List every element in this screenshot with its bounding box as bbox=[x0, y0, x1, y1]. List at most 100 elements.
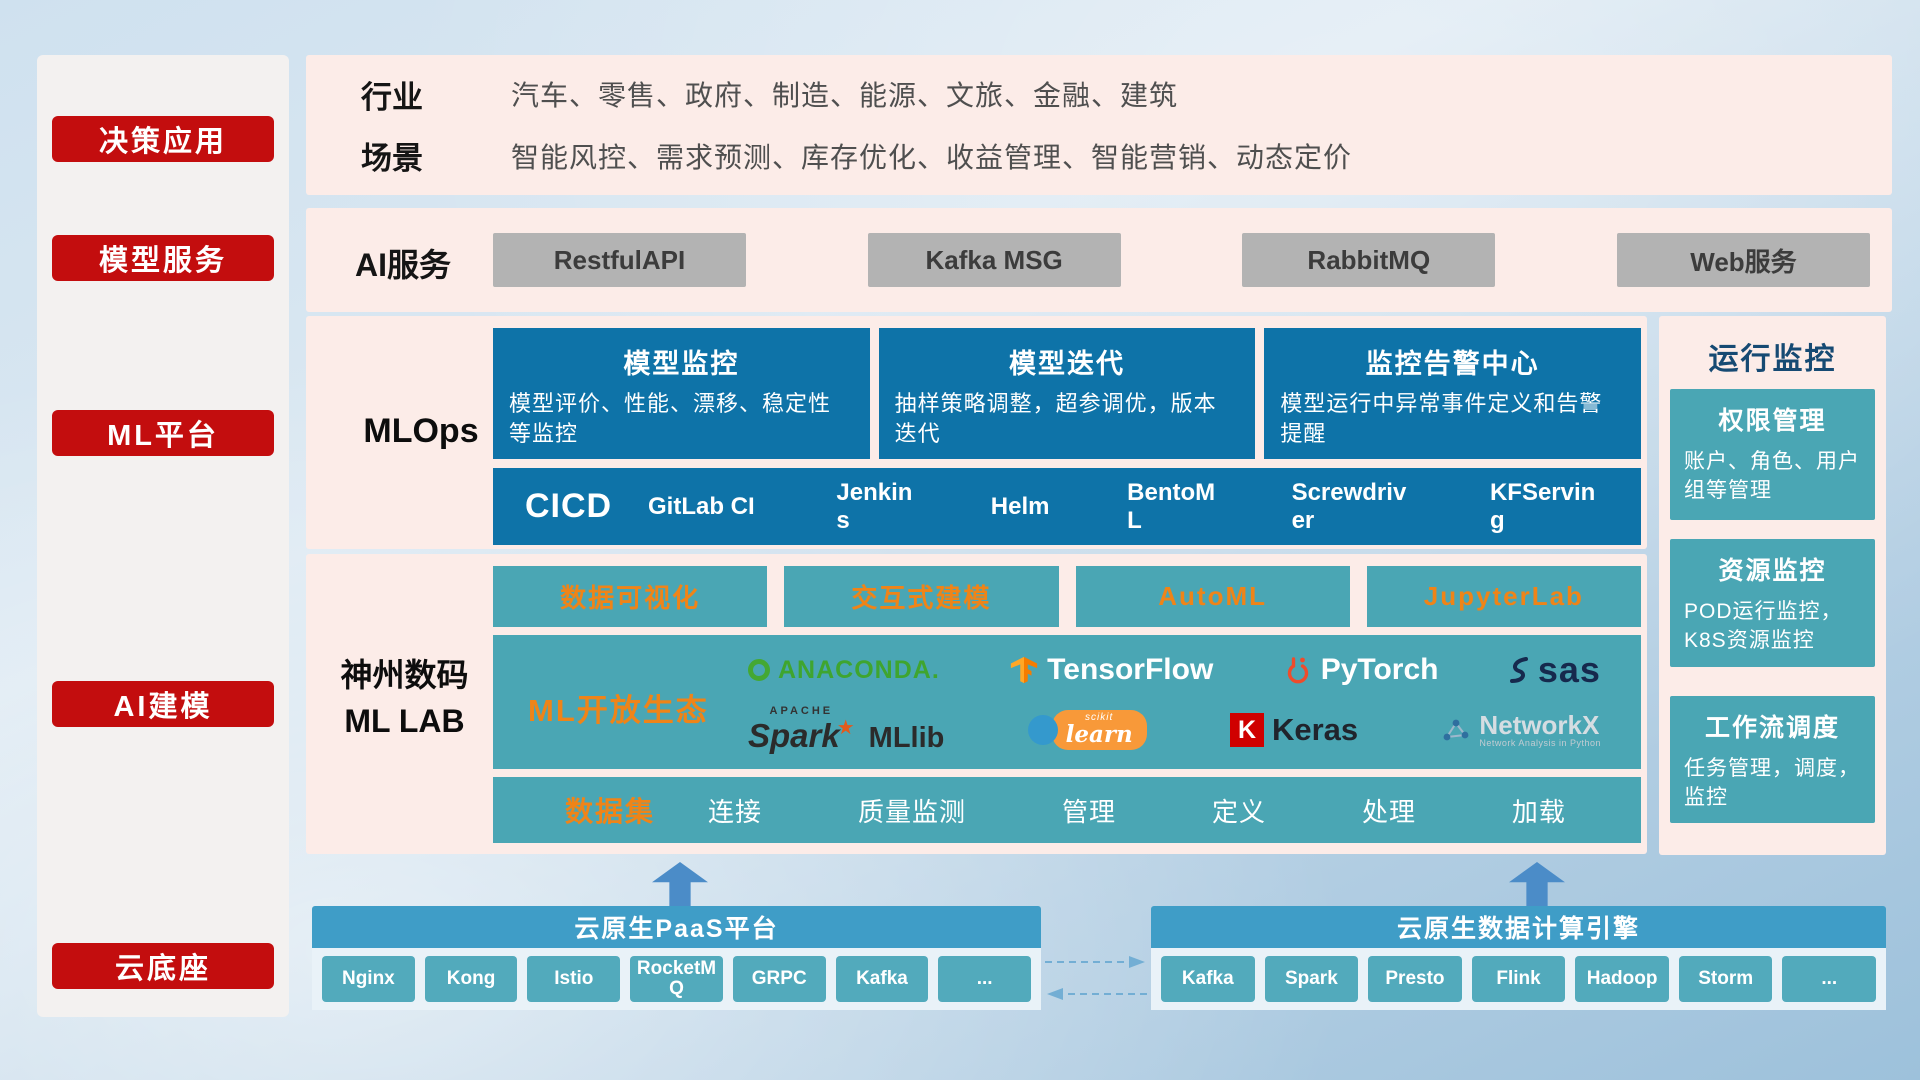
ecosystem-logos: ANACONDA. TensorFlow bbox=[748, 635, 1621, 769]
kafka-msg-button: Kafka MSG bbox=[867, 233, 1121, 287]
dataset-item-connect: 连接 bbox=[708, 796, 763, 827]
card-title: 模型监控 bbox=[623, 349, 740, 379]
left-sidebar: 决策应用 模型服务 ML平台 AI建模 云底座 bbox=[37, 55, 289, 1017]
spark-text: Spark bbox=[748, 717, 840, 754]
compute-title: 云原生数据计算引擎 bbox=[1151, 906, 1886, 948]
restfulapi-button: RestfulAPI bbox=[493, 233, 746, 287]
sas-icon bbox=[1509, 657, 1528, 683]
storm-chip: Storm bbox=[1678, 956, 1773, 1002]
card-title: 权限管理 bbox=[1718, 407, 1827, 435]
cicd-bar: CICD GitLab CI Jenkins Helm BentoML Scre… bbox=[493, 468, 1641, 545]
pytorch-text: PyTorch bbox=[1320, 653, 1439, 686]
anaconda-text: ANACONDA. bbox=[778, 655, 940, 684]
ai-service-label: AI服务 bbox=[355, 247, 452, 283]
permission-management-card: 权限管理 账户、角色、用户组等管理 bbox=[1670, 389, 1875, 520]
mlops-label: MLOps bbox=[363, 412, 479, 450]
spark-star-icon: ★ bbox=[836, 717, 855, 739]
scenario-label: 场景 bbox=[361, 141, 423, 177]
kfserving-item: KFServing bbox=[1489, 478, 1596, 534]
sidebar-item-model-services: 模型服务 bbox=[52, 235, 274, 281]
helm-item: Helm bbox=[990, 492, 1050, 520]
spark-chip: Spark bbox=[1264, 956, 1359, 1002]
mllab-tools: 数据可视化 交互式建模 AutoML JupyterLab bbox=[493, 566, 1641, 627]
spark-logo: APACHE Spark★ bbox=[748, 705, 855, 755]
apache-text: APACHE bbox=[769, 705, 834, 717]
compute-items: Kafka Spark Presto Flink Hadoop Storm ..… bbox=[1151, 948, 1886, 1010]
nginx-chip: Nginx bbox=[322, 956, 415, 1002]
industry-row: 行业 汽车、零售、政府、制造、能源、文旅、金融、建筑 bbox=[361, 72, 1892, 117]
mllab-label-line2: ML LAB bbox=[344, 703, 465, 740]
interactive-modeling-box: 交互式建模 bbox=[784, 566, 1059, 627]
networkx-text: NetworkX bbox=[1479, 709, 1600, 740]
card-title: 模型迭代 bbox=[1009, 349, 1125, 379]
sas-text: sas bbox=[1537, 649, 1601, 690]
dataset-item-load: 加载 bbox=[1511, 796, 1566, 827]
ai-service-buttons: RestfulAPI Kafka MSG RabbitMQ Web服务 bbox=[493, 233, 1870, 287]
dataset-item-define: 定义 bbox=[1211, 796, 1266, 827]
networkx-subtitle: Network Analysis in Python bbox=[1479, 738, 1601, 749]
up-arrow-left bbox=[652, 862, 708, 906]
keras-text: Keras bbox=[1271, 712, 1359, 747]
dataset-items: 连接 质量监测 管理 定义 处理 加载 bbox=[708, 792, 1641, 829]
tensorflow-logo: TensorFlow bbox=[1009, 653, 1213, 687]
bentoml-item: BentoML bbox=[1127, 478, 1216, 534]
industry-panel: 行业 汽车、零售、政府、制造、能源、文旅、金融、建筑 场景 智能风控、需求预测、… bbox=[306, 55, 1892, 195]
scikit-learn-icon bbox=[1027, 715, 1058, 745]
card-title: 资源监控 bbox=[1718, 557, 1827, 585]
card-desc: 任务管理，调度，监控 bbox=[1684, 757, 1860, 810]
tensorflow-icon bbox=[1011, 656, 1038, 684]
paas-items: Nginx Kong Istio RocketMQ GRPC Kafka ... bbox=[312, 948, 1041, 1010]
industry-label: 行业 bbox=[361, 79, 423, 115]
card-title: 监控告警中心 bbox=[1365, 349, 1540, 379]
jupyterlab-box: JupyterLab bbox=[1366, 566, 1641, 627]
paas-platform-bar: 云原生PaaS平台 Nginx Kong Istio RocketMQ GRPC… bbox=[312, 906, 1041, 1010]
mllab-panel: 神州数码 ML LAB 数据可视化 交互式建模 AutoML JupyterLa… bbox=[306, 554, 1647, 854]
kafka-chip: Kafka bbox=[1161, 956, 1255, 1002]
model-iteration-card: 模型迭代 抽样策略调整，超参调优，版本迭代 bbox=[878, 328, 1256, 459]
sidebar-item-ml-platform: ML平台 bbox=[52, 410, 274, 456]
sidebar-item-ai-modeling: AI建模 bbox=[52, 681, 274, 727]
scikit-learn-logo: scikit learn bbox=[1027, 710, 1147, 750]
pytorch-logo: PyTorch bbox=[1283, 653, 1439, 687]
hadoop-chip: Hadoop bbox=[1575, 956, 1669, 1002]
logo-row-2: APACHE Spark★ MLlib scikit learn K bbox=[748, 705, 1621, 755]
mlops-panel: MLOps 模型监控 模型评价、性能、漂移、稳定性等监控 模型迭代 抽样策略调整… bbox=[306, 316, 1647, 549]
networkx-logo: NetworkX Network Analysis in Python bbox=[1441, 711, 1601, 749]
ai-service-panel: AI服务 RestfulAPI Kafka MSG RabbitMQ Web服务 bbox=[306, 208, 1892, 312]
monitoring-panel: 运行监控 权限管理 账户、角色、用户组等管理 资源监控 POD运行监控，K8S资… bbox=[1659, 316, 1886, 855]
sas-logo: sas bbox=[1508, 649, 1601, 691]
anaconda-icon bbox=[748, 659, 770, 681]
cicd-label: CICD bbox=[525, 487, 613, 525]
spark-mllib-logo: APACHE Spark★ MLlib bbox=[748, 705, 944, 755]
scikit-text: scikit bbox=[1085, 712, 1114, 723]
data-visualization-box: 数据可视化 bbox=[493, 566, 768, 627]
mllib-text: MLlib bbox=[868, 722, 945, 754]
data-compute-engine-bar: 云原生数据计算引擎 Kafka Spark Presto Flink Hadoo… bbox=[1151, 906, 1886, 1010]
resource-monitoring-card: 资源监控 POD运行监控，K8S资源监控 bbox=[1670, 539, 1875, 667]
scenario-row: 场景 智能风控、需求预测、库存优化、收益管理、智能营销、动态定价 bbox=[361, 133, 1892, 178]
workflow-scheduling-card: 工作流调度 任务管理，调度，监控 bbox=[1670, 696, 1875, 823]
mlops-cards: 模型监控 模型评价、性能、漂移、稳定性等监控 模型迭代 抽样策略调整，超参调优，… bbox=[493, 328, 1642, 459]
card-desc: 模型运行中异常事件定义和告警提醒 bbox=[1280, 391, 1603, 446]
dataset-label: 数据集 bbox=[565, 796, 656, 827]
flink-chip: Flink bbox=[1471, 956, 1566, 1002]
ecosystem-label: ML开放生态 bbox=[528, 693, 709, 728]
scikit-learn-blob: scikit learn bbox=[1051, 710, 1147, 750]
learn-text: learn bbox=[1065, 721, 1133, 748]
kafka-chip: Kafka bbox=[835, 956, 929, 1002]
kong-chip: Kong bbox=[424, 956, 518, 1002]
dataset-item-manage: 管理 bbox=[1061, 796, 1116, 827]
card-desc: 模型评价、性能、漂移、稳定性等监控 bbox=[509, 391, 832, 446]
industry-value: 汽车、零售、政府、制造、能源、文旅、金融、建筑 bbox=[511, 80, 1179, 112]
cicd-items: GitLab CI Jenkins Helm BentoML Screwdriv… bbox=[648, 479, 1641, 534]
sidebar-item-cloud-base: 云底座 bbox=[52, 943, 274, 989]
more-chip: ... bbox=[938, 956, 1032, 1002]
pytorch-icon bbox=[1287, 657, 1308, 684]
rabbitmq-button: RabbitMQ bbox=[1242, 233, 1496, 287]
monitoring-title: 运行监控 bbox=[1708, 343, 1837, 376]
grpc-chip: GRPC bbox=[732, 956, 826, 1002]
card-desc: 账户、角色、用户组等管理 bbox=[1684, 450, 1860, 503]
more-chip: ... bbox=[1782, 956, 1877, 1002]
dashed-connector-arrows bbox=[1045, 956, 1147, 1000]
gitlab-ci-item: GitLab CI bbox=[648, 492, 755, 520]
